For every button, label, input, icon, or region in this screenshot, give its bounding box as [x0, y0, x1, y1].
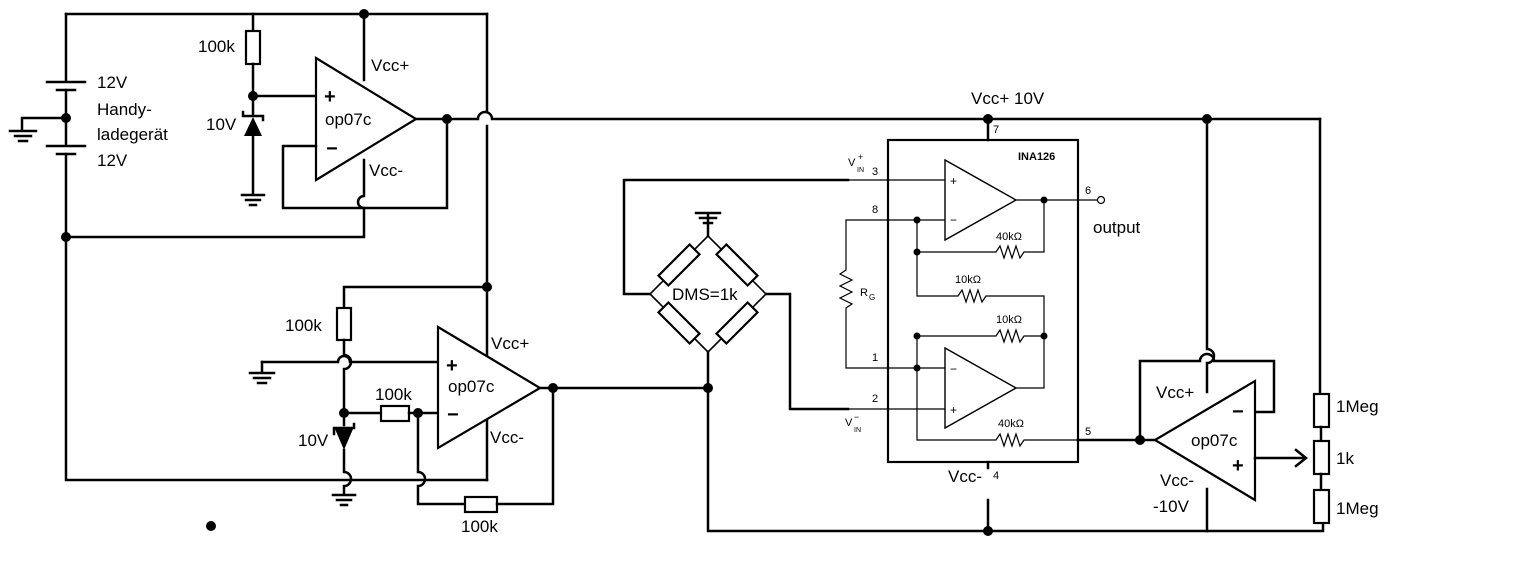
- ina126-bottom-amp: [944, 346, 1018, 430]
- svg-text:−: −: [1232, 401, 1244, 423]
- ina126-name: INA126: [1018, 151, 1055, 163]
- svg-text:V: V: [848, 157, 856, 169]
- ref-buffer-opamp: [1152, 379, 1257, 502]
- upper-resistor-label: 100k: [198, 37, 235, 56]
- battery-bottom-voltage: 12V: [97, 151, 128, 170]
- divider-r-bottom-label: 1Meg: [1336, 499, 1379, 518]
- battery-name-line1: Handy-: [97, 100, 152, 119]
- upper-resistor: [244, 29, 262, 66]
- lower-resistor-top: [335, 306, 353, 342]
- svg-text:+: +: [950, 174, 957, 188]
- lower-resistor-middle: [379, 404, 411, 423]
- upper-zener: [244, 117, 262, 136]
- strain-gauge-bridge: DMS=1k: [622, 178, 1325, 533]
- upper-zener-label: 10V: [206, 115, 237, 134]
- lower-resistor-feedback-label: 100k: [461, 517, 498, 536]
- svg-text:3: 3: [872, 166, 878, 178]
- svg-text:−: −: [950, 213, 957, 227]
- lower-resistor-top-label: 100k: [285, 316, 322, 335]
- upper-opamp: [314, 56, 419, 182]
- svg-text:2: 2: [872, 393, 878, 405]
- ref-buffer-vcc-plus: Vcc+: [1156, 383, 1194, 402]
- output-label: output: [1093, 218, 1141, 237]
- lower-opamp: [436, 325, 543, 450]
- svg-text:+: +: [858, 152, 863, 162]
- svg-text:5: 5: [1085, 426, 1091, 438]
- svg-text:−: −: [326, 138, 338, 160]
- lower-opamp-label: op07c: [448, 377, 495, 396]
- ina126-r-mid1: 10kΩ: [955, 274, 981, 286]
- ina126-r-mid2: 10kΩ: [996, 314, 1022, 326]
- battery-top-voltage: 12V: [97, 73, 128, 92]
- svg-text:+: +: [950, 403, 957, 417]
- svg-text:G: G: [869, 293, 875, 302]
- upper-vcc-minus: Vcc-: [369, 161, 403, 180]
- svg-text:−: −: [447, 404, 459, 426]
- svg-text:6: 6: [1085, 185, 1091, 197]
- svg-text:R: R: [860, 287, 868, 299]
- svg-text:V: V: [845, 417, 853, 429]
- divider-r-bottom: [1312, 488, 1331, 525]
- lower-vcc-plus: Vcc+: [491, 334, 529, 353]
- svg-text:IN: IN: [857, 167, 864, 174]
- divider-pot-label: 1k: [1336, 449, 1354, 468]
- svg-text:4: 4: [993, 470, 999, 482]
- svg-text:−: −: [854, 412, 859, 422]
- upper-opamp-label: op07c: [325, 110, 372, 129]
- bridge-label: DMS=1k: [672, 285, 738, 304]
- svg-text:IN: IN: [854, 427, 861, 434]
- svg-text:8: 8: [872, 204, 878, 216]
- divider-r-top: [1312, 392, 1331, 429]
- svg-text:7: 7: [993, 124, 999, 136]
- reference-buffer-block: − + op07c Vcc+ Vcc- -10V 1Meg 1k 1Meg: [1135, 114, 1379, 533]
- upper-reference-block: 100k 10V + − op07c Vcc+ Vcc-: [198, 9, 1322, 482]
- upper-vcc-plus: Vcc+: [371, 56, 409, 75]
- ref-buffer-vcc-minus-2: -10V: [1153, 497, 1190, 516]
- ref-buffer-vcc-minus-1: Vcc-: [1160, 471, 1194, 490]
- ina126-vcc-minus: Vcc-: [948, 467, 982, 486]
- battery-block: 12V Handy- ladegerät 12V: [8, 12, 489, 482]
- svg-text:+: +: [324, 86, 336, 108]
- lower-reference-block: 100k 100k 10V + − op07c Vcc+ Vcc- 100k: [206, 282, 710, 536]
- battery-name-line2: ladegerät: [97, 125, 168, 144]
- divider-r-top-label: 1Meg: [1336, 397, 1379, 416]
- svg-text:1: 1: [872, 352, 878, 364]
- ina126-r-bottom: 40kΩ: [998, 418, 1024, 430]
- divider-pot: [1312, 439, 1331, 476]
- ina126-top-amp: [944, 158, 1018, 242]
- svg-text:−: −: [950, 362, 957, 376]
- lower-zener-label: 10V: [298, 431, 329, 450]
- ina126-r-top: 40kΩ: [996, 231, 1022, 243]
- ina126-block: INA126 7 Vcc+ 10V 4 Vcc- 3 V + IN 2 V − …: [838, 89, 1157, 536]
- svg-text:+: +: [1232, 455, 1244, 477]
- svg-text:+: +: [446, 355, 458, 377]
- supply-rail-label: Vcc+ 10V: [971, 89, 1045, 108]
- ref-buffer-opamp-label: op07c: [1191, 431, 1238, 450]
- lower-resistor-middle-label: 100k: [375, 385, 412, 404]
- lower-vcc-minus: Vcc-: [490, 428, 524, 447]
- lower-resistor-feedback: [463, 495, 499, 514]
- lower-zener: [335, 429, 353, 450]
